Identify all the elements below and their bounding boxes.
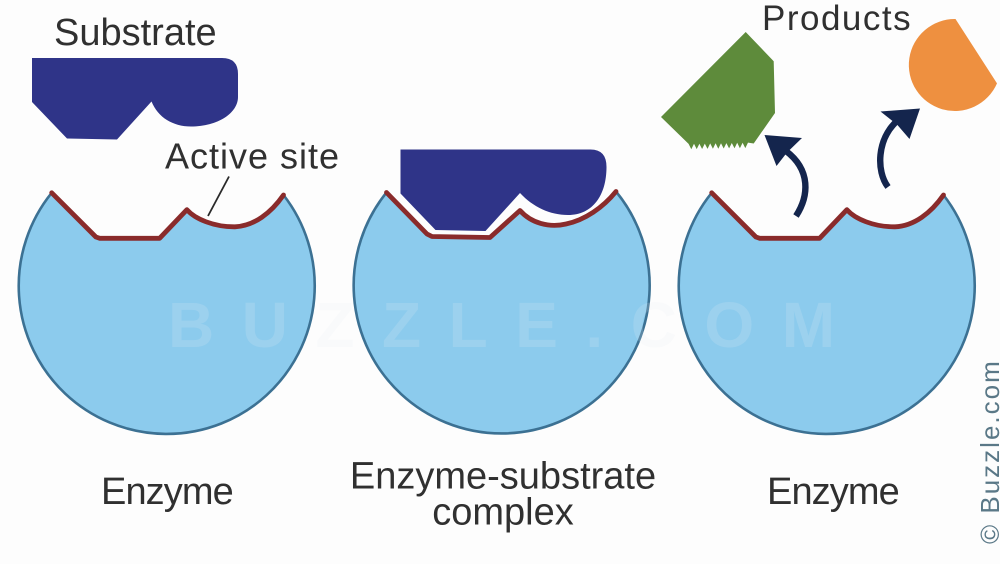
svg-text:Active site: Active site: [165, 136, 340, 177]
svg-text:Substrate: Substrate: [54, 12, 217, 54]
svg-text:complex: complex: [432, 492, 574, 534]
svg-text:Products: Products: [762, 0, 912, 38]
svg-text:Enzyme: Enzyme: [767, 471, 899, 513]
svg-text:© Buzzle.com: © Buzzle.com: [975, 359, 1000, 544]
svg-text:Enzyme-substrate: Enzyme-substrate: [350, 456, 656, 498]
svg-text:BUZZLE.COM: BUZZLE.COM: [168, 289, 863, 361]
svg-text:Enzyme: Enzyme: [101, 471, 233, 513]
